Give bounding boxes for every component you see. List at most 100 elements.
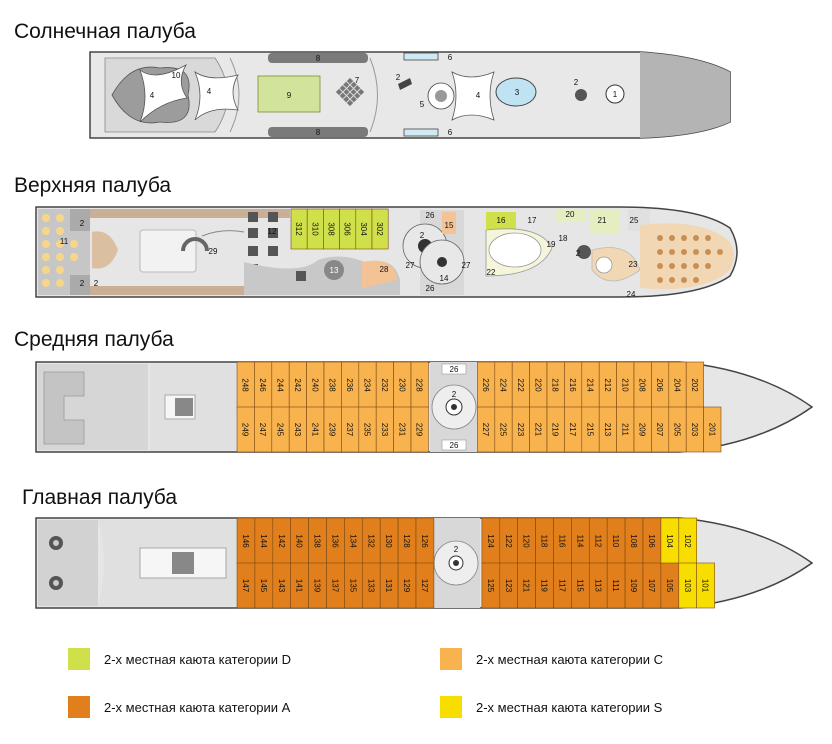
- cabin-123-label: 123: [504, 579, 513, 593]
- legend-label-c: 2-х местная каюта категории C: [476, 651, 664, 667]
- sun-label-4b: 4: [207, 87, 212, 96]
- sun-label-2b: 2: [574, 78, 579, 87]
- cabin-121-label: 121: [522, 579, 531, 593]
- cabin-114-label: 114: [575, 535, 584, 548]
- cabin-144-label: 144: [259, 534, 268, 548]
- upper-label-26a: 26: [426, 211, 435, 220]
- sun-label-9: 9: [287, 91, 292, 100]
- cabin-135-label: 135: [348, 579, 357, 593]
- cabin-102-label: 102: [683, 534, 692, 548]
- sun-label-4c: 4: [476, 91, 481, 100]
- cabin-119-label: 119: [540, 579, 549, 592]
- upper-label-29: 29: [209, 247, 218, 256]
- upper-label-11: 11: [60, 237, 69, 246]
- middle-deck-title: Средняя палуба: [14, 328, 174, 351]
- cabin-229-label: 229: [415, 423, 424, 437]
- cabin-245-label: 245: [276, 423, 285, 437]
- cabin-312-label: 312: [294, 222, 303, 236]
- cabin-145-label: 145: [259, 579, 268, 593]
- cabin-130-label: 130: [384, 534, 393, 548]
- upper-label-20: 20: [566, 210, 575, 219]
- cabin-142-label: 142: [277, 534, 286, 548]
- upper-label-17: 17: [528, 216, 537, 225]
- cabin-238-label: 238: [328, 378, 337, 392]
- upper-label-15: 15: [445, 221, 454, 230]
- sun-label-8-bottom: 8: [316, 128, 321, 137]
- cabin-209-label: 209: [638, 423, 647, 437]
- cabin-229[interactable]: [410, 406, 429, 453]
- cabin-211-label: 211: [620, 423, 629, 436]
- cabin-139-label: 139: [313, 579, 322, 593]
- upper-label-12: 12: [268, 227, 277, 236]
- cabin-213-label: 213: [603, 423, 612, 437]
- cabin-117-label: 117: [557, 579, 566, 592]
- cabin-136-label: 136: [330, 534, 339, 548]
- cabin-218-label: 218: [551, 378, 560, 392]
- cabin-240-label: 240: [310, 378, 319, 392]
- cabin-234-label: 234: [363, 378, 372, 392]
- cabin-223-label: 223: [516, 423, 525, 437]
- cabin-116-label: 116: [557, 535, 566, 548]
- upper-label-26b: 26: [426, 284, 435, 293]
- cabin-210-label: 210: [620, 378, 629, 392]
- cabin-302[interactable]: [371, 208, 389, 250]
- cabin-124-label: 124: [486, 534, 495, 548]
- cabin-127[interactable]: [415, 562, 435, 609]
- legend-category-s: 2-х местная каюта категории S: [440, 696, 662, 718]
- cabin-127-label: 127: [420, 579, 429, 593]
- upper-label-2e: 2: [94, 279, 99, 288]
- cabin-242-label: 242: [293, 378, 302, 392]
- sun-label-5: 5: [420, 100, 425, 109]
- cabin-101[interactable]: [696, 562, 715, 609]
- cabin-129-label: 129: [402, 579, 411, 593]
- cabin-202-label: 202: [690, 378, 699, 392]
- cabin-227-label: 227: [481, 423, 490, 437]
- cabin-222-label: 222: [516, 378, 525, 392]
- cabin-231-label: 231: [397, 423, 406, 437]
- sun-label-10: 10: [172, 71, 181, 80]
- cabin-140-label: 140: [295, 534, 304, 548]
- sun-label-3: 3: [515, 88, 520, 97]
- cabin-225-label: 225: [499, 423, 508, 437]
- cabin-204-label: 204: [673, 378, 682, 392]
- upper-label-13: 13: [330, 266, 339, 275]
- cabin-104-label: 104: [665, 534, 674, 548]
- cabin-128-label: 128: [402, 534, 411, 548]
- cabin-212-label: 212: [603, 378, 612, 392]
- legend-category-d: 2-х местная каюта категории D: [68, 648, 291, 670]
- cabin-201-label: 201: [707, 423, 716, 437]
- legend-category-c: 2-х местная каюта категории C: [440, 648, 663, 670]
- cabin-146-label: 146: [241, 534, 250, 548]
- cabin-141-label: 141: [295, 579, 304, 593]
- cabin-111-label: 111: [611, 579, 620, 592]
- cabin-302-label: 302: [375, 222, 384, 236]
- cabin-215-label: 215: [586, 423, 595, 437]
- cabin-233-label: 233: [380, 423, 389, 437]
- cabin-134-label: 134: [348, 534, 357, 548]
- sun-deck-title: Солнечная палуба: [14, 20, 196, 43]
- upper-label-2b: 2: [80, 279, 85, 288]
- main-deck-title: Главная палуба: [22, 486, 178, 509]
- upper-label-24: 24: [627, 290, 636, 299]
- cabin-106-label: 106: [647, 534, 656, 548]
- upper-label-2d: 2: [576, 249, 581, 258]
- upper-label-2a: 2: [80, 219, 85, 228]
- cabin-237-label: 237: [345, 423, 354, 437]
- upper-label-16: 16: [497, 216, 506, 225]
- cabin-108-label: 108: [629, 534, 638, 548]
- cabin-247-label: 247: [258, 423, 267, 437]
- cabin-221-label: 221: [533, 423, 542, 437]
- cabin-131-label: 131: [384, 579, 393, 593]
- sun-label-2a: 2: [396, 73, 401, 82]
- cabin-201[interactable]: [703, 406, 722, 453]
- cabin-243-label: 243: [293, 423, 302, 437]
- upper-label-23: 23: [629, 260, 638, 269]
- upper-label-14: 14: [440, 274, 449, 283]
- sun-label-8-top: 8: [316, 54, 321, 63]
